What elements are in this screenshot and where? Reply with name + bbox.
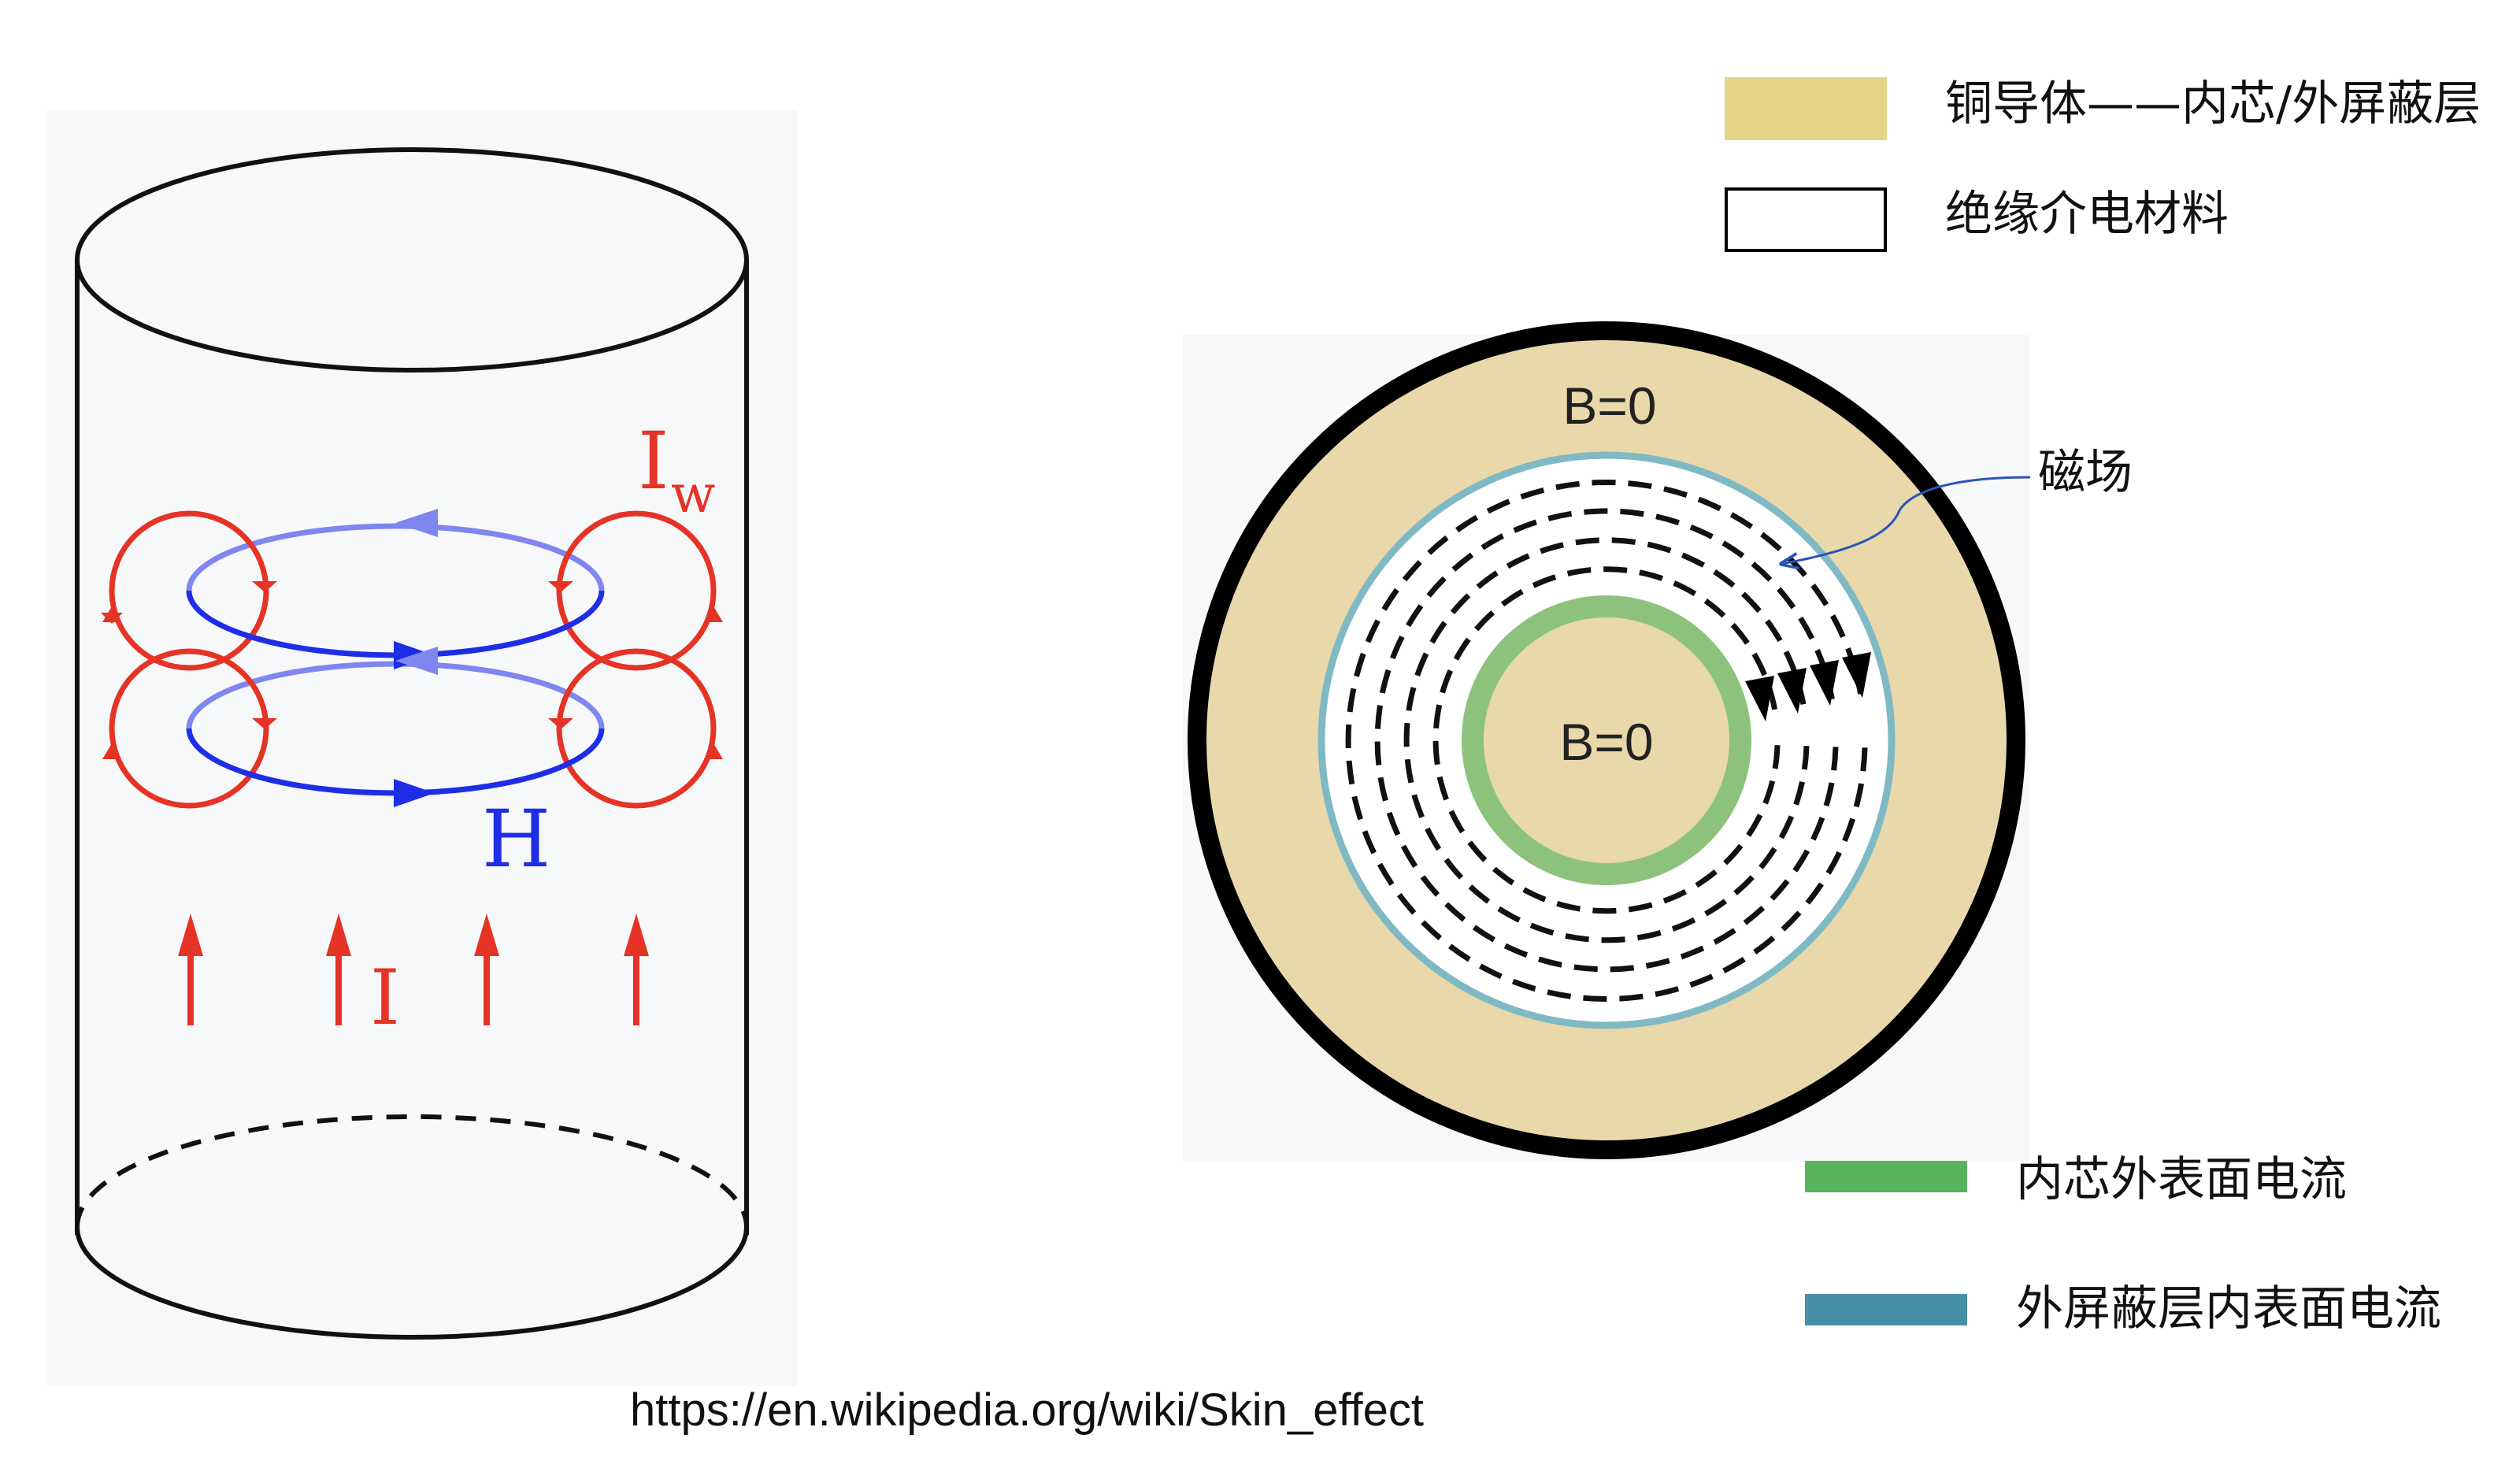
coax-cross-section: B=0 B=0 磁场 [1183, 321, 2133, 1162]
h-loop-upper-back [186, 523, 605, 591]
source-url: https://en.wikipedia.org/wiki/Skin_effec… [630, 1384, 1424, 1436]
shield-inner-current-ring [1317, 451, 1896, 1029]
cylinder-top-ellipse [75, 147, 749, 373]
legend-swatch-shield-current [1805, 1294, 1967, 1325]
legend-label-shield-current: 外屏蔽层内表面电流 [2016, 1281, 2441, 1336]
legend-label-insulator: 绝缘介电材料 [1945, 187, 2229, 242]
legend-label-core-current: 内芯外表面电流 [2016, 1152, 2347, 1207]
current-label: I [370, 954, 400, 1042]
outer-field-label: B=0 [1562, 376, 1656, 435]
eddy-arrowheads [101, 581, 723, 759]
eddy-current-label: I [638, 415, 669, 507]
magnetic-field-callout-leader [1781, 476, 2031, 564]
field-arrowheads [1745, 652, 1871, 721]
h-arrowheads [394, 509, 438, 807]
legend: 铜导体——内芯/外屏蔽层 绝缘介电材料 内芯外表面电流 外屏蔽层内表面电流 [1725, 76, 2481, 1336]
cylinder-figure: I w H I [47, 110, 797, 1386]
cylinder-bottom-back [75, 1114, 749, 1228]
magnetic-field-callout: 磁场 [2038, 445, 2133, 500]
legend-swatch-core-current [1805, 1161, 1967, 1192]
legend-label-copper: 铜导体——内芯/外屏蔽层 [1945, 76, 2481, 132]
magnetic-field-label: H [482, 793, 550, 885]
eddy-current-loops [109, 510, 717, 809]
core-outer-current-ring [1462, 595, 1751, 885]
cylinder-bottom-front [75, 1226, 749, 1340]
legend-swatch-insulator [1725, 187, 1887, 252]
cylinder-panel [47, 110, 797, 1386]
field-lines [1345, 480, 1868, 1002]
eddy-current-subscript: w [671, 464, 716, 525]
inner-field-label: B=0 [1559, 713, 1653, 771]
current-arrows [178, 914, 649, 1025]
legend-swatch-copper [1725, 77, 1887, 140]
inner-core [1473, 606, 1740, 874]
